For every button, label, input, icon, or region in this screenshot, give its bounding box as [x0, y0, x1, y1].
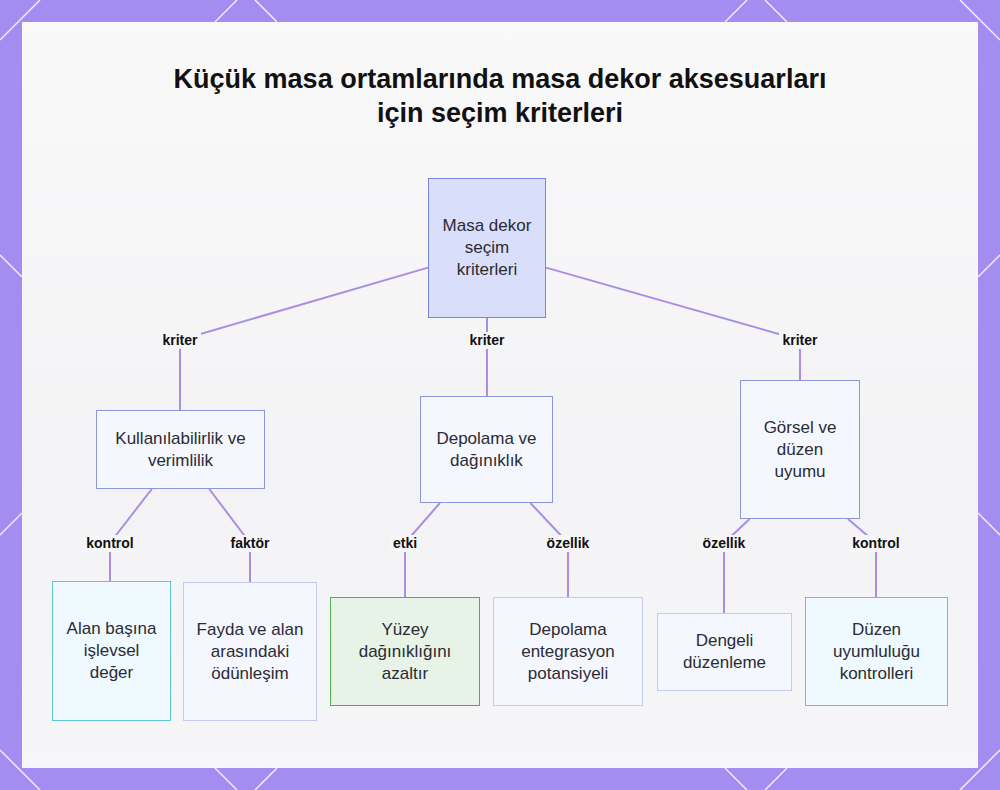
criterion-box: Dengeli düzenleme	[657, 613, 792, 691]
edge-label: etki	[390, 535, 420, 552]
diagram-title: Küçük masa ortamlarında masa dekor akses…	[150, 62, 850, 130]
node-label: Görsel ve düzen uyumu	[751, 417, 849, 483]
node-label: Alan başına işlevsel değer	[63, 618, 160, 684]
node-label: Depolama ve dağınıklık	[431, 428, 542, 472]
criterion-box: Kullanılabilirlik ve verimlilik	[96, 410, 265, 489]
edge-label: kontrol	[849, 535, 902, 552]
connector-line	[486, 318, 488, 396]
node-label: Düzen uyumluluğu kontrolleri	[816, 619, 937, 685]
root-box: Masa dekor seçim kriterleri	[428, 178, 546, 318]
edge-label: kriter	[779, 332, 820, 349]
criterion-box: Görsel ve düzen uyumu	[740, 380, 860, 519]
connector-line	[724, 519, 750, 613]
connector-line	[180, 268, 428, 410]
node-label: Dengeli düzenleme	[668, 630, 781, 674]
edge-label: kontrol	[83, 535, 136, 552]
edge-label: kriter	[159, 332, 200, 349]
criterion-box: Yüzey dağınıklığını azaltır	[330, 597, 480, 706]
node-label: Fayda ve alan arasındaki ödünleşim	[194, 619, 306, 685]
criterion-box: Depolama entegrasyon potansiyeli	[493, 597, 643, 706]
edge-label: özellik	[544, 535, 593, 552]
node-label: Masa dekor seçim kriterleri	[439, 215, 535, 281]
node-label: Depolama entegrasyon potansiyeli	[504, 619, 632, 685]
edge-label: faktör	[228, 535, 273, 552]
edge-label: özellik	[700, 535, 749, 552]
criterion-box: Düzen uyumluluğu kontrolleri	[805, 597, 948, 706]
criterion-box: Fayda ve alan arasındaki ödünleşim	[183, 582, 317, 721]
criterion-box: Alan başına işlevsel değer	[52, 581, 171, 721]
criterion-box: Depolama ve dağınıklık	[420, 396, 553, 503]
connector-line	[546, 268, 800, 380]
node-label: Yüzey dağınıklığını azaltır	[341, 619, 469, 685]
node-label: Kullanılabilirlik ve verimlilik	[107, 428, 254, 472]
edge-label: kriter	[466, 332, 507, 349]
connector-line	[848, 519, 876, 597]
